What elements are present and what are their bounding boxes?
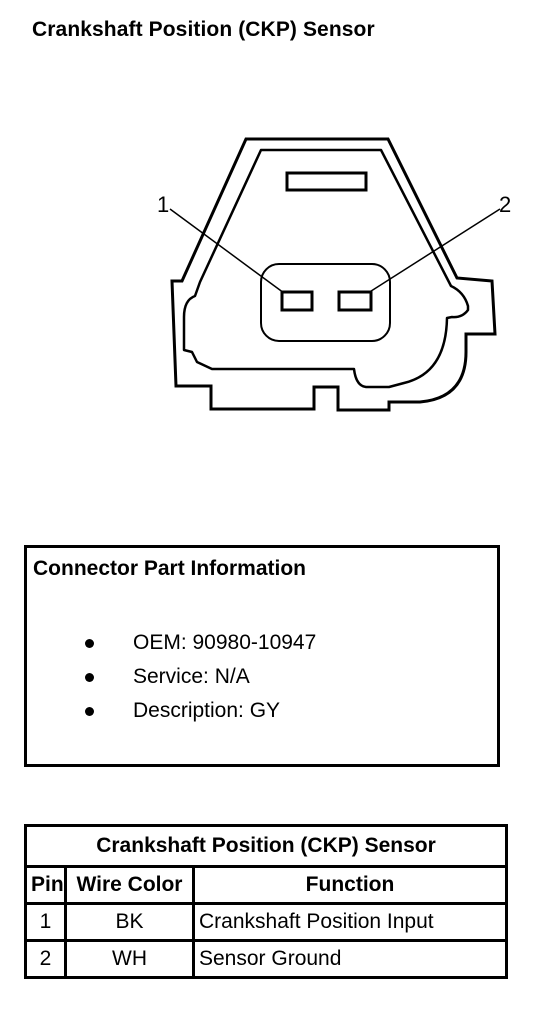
pin-2-leader-line [367,208,501,294]
cell-wire-color: BK [64,902,195,942]
cell-function: Crankshaft Position Input [192,902,508,942]
header-wire-color: Wire Color [64,865,195,905]
table-header-row: Pin Wire Color Function [24,865,508,905]
info-item-text: OEM: 90980-10947 [133,631,317,654]
bullet-icon [85,639,94,648]
connector-face-diagram: 1 2 [157,137,511,412]
cell-wire-color: WH [64,939,195,979]
page-title: Crankshaft Position (CKP) Sensor [32,18,375,41]
info-item-text: Description: GY [133,699,281,722]
connector-info-heading: Connector Part Information [33,557,307,580]
pin-1-label: 1 [157,192,169,217]
cell-function: Sensor Ground [192,939,508,979]
bullet-icon [85,673,94,682]
terminal-cavity [260,263,391,342]
table-caption: Crankshaft Position (CKP) Sensor [24,824,508,868]
connector-key-slot [285,171,368,192]
connector-housing-inner [182,148,470,389]
header-pin: Pin [24,865,67,905]
pin-1-leader-line [169,208,285,294]
header-function: Function [192,865,508,905]
info-item-text: Service: N/A [133,665,250,688]
table-row: 1 BK Crankshaft Position Input [24,902,508,942]
table-row: 2 WH Sensor Ground [24,939,508,979]
connector-housing-outer [170,137,497,412]
connector-part-info-box: Connector Part Information OEM: 90980-10… [24,545,500,767]
bullet-icon [85,707,94,716]
table-caption-row: Crankshaft Position (CKP) Sensor [24,824,508,868]
pin-2-label: 2 [499,192,511,217]
pin-1-terminal [280,290,314,312]
pin-2-terminal [337,290,373,312]
cell-pin: 2 [24,939,67,979]
pin-table: Crankshaft Position (CKP) Sensor Pin Wir… [24,824,508,979]
cell-pin: 1 [24,902,67,942]
